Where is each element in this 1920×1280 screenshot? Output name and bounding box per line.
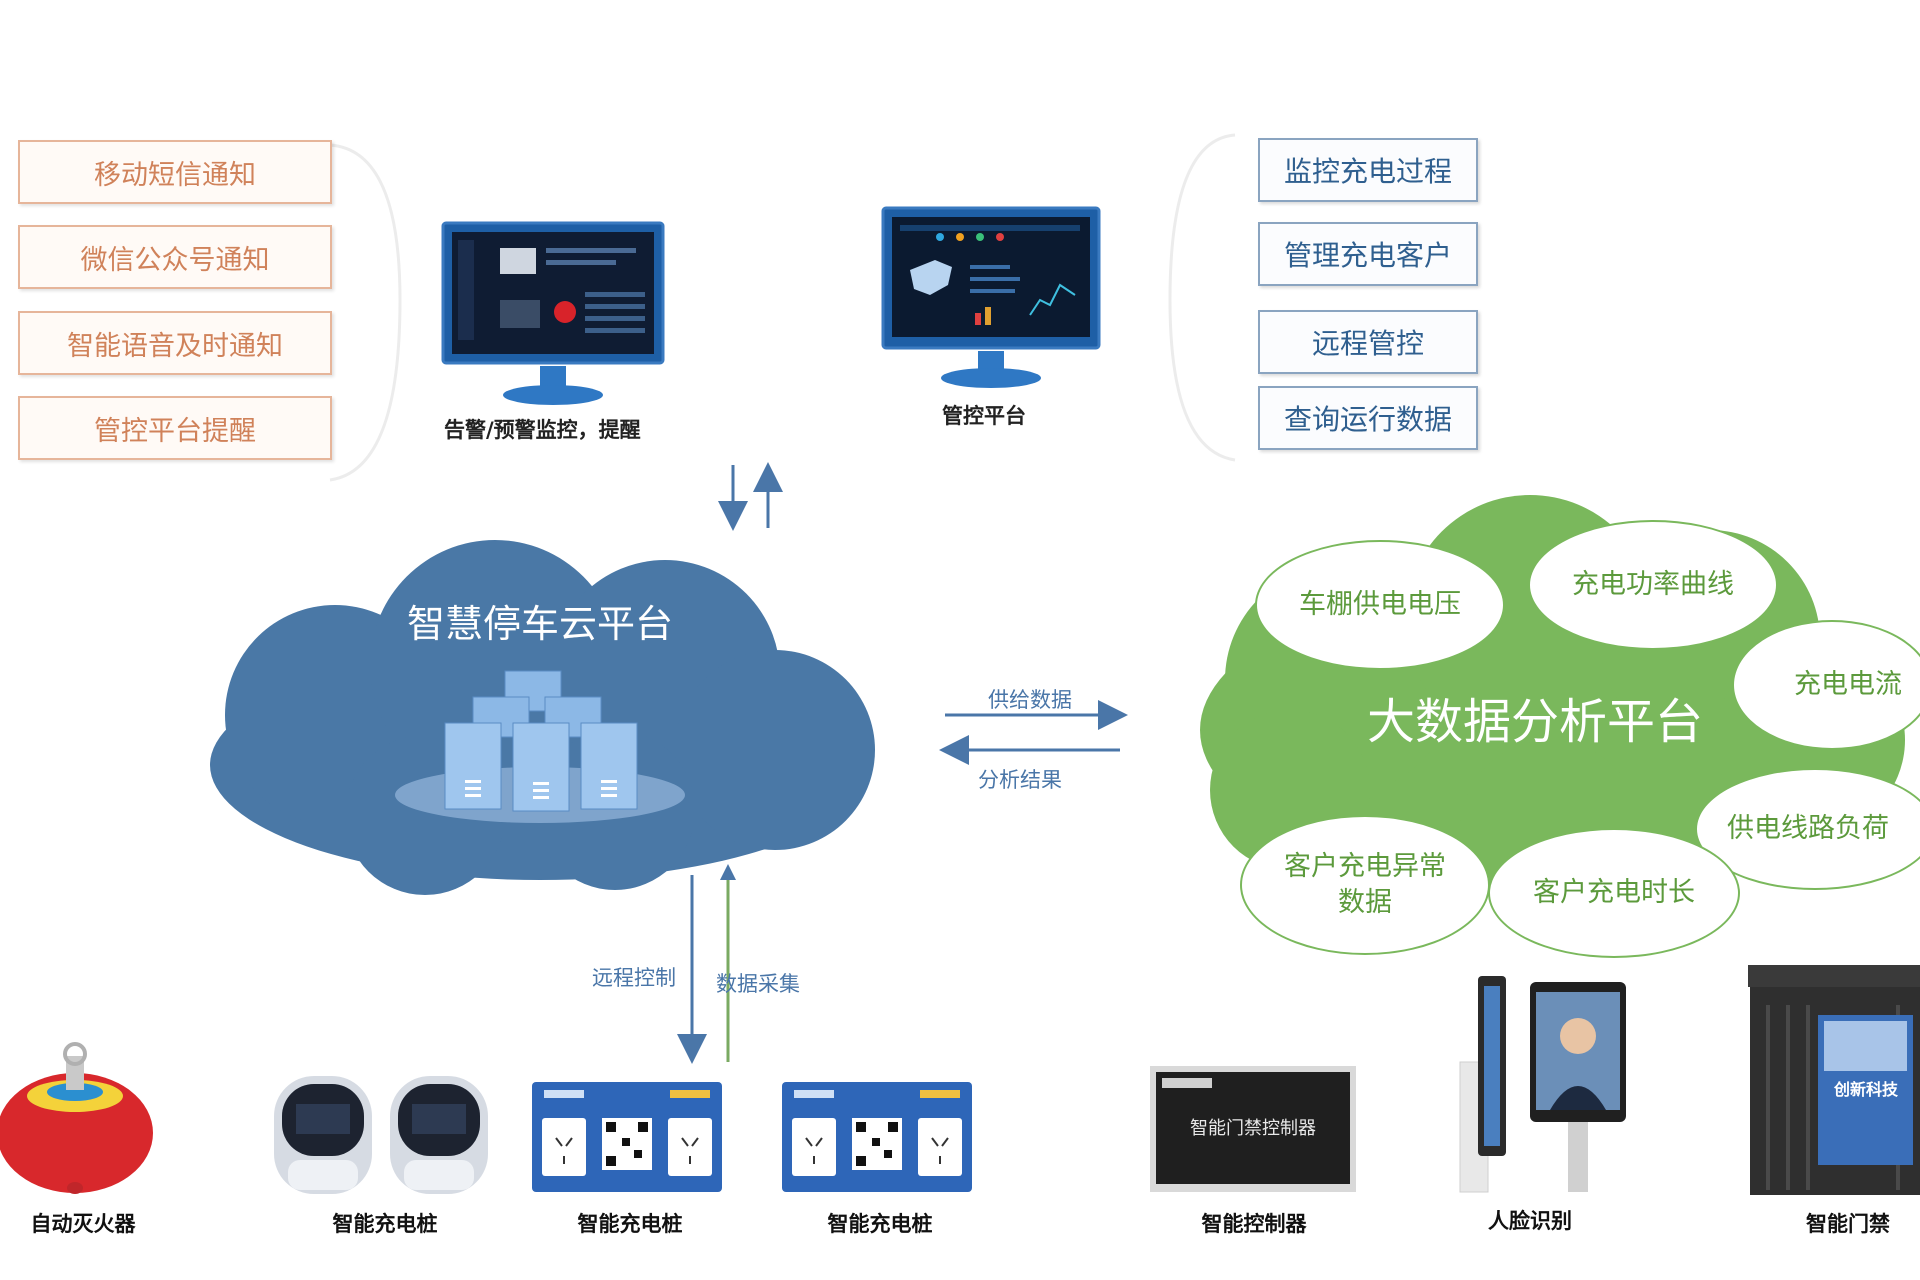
flow-analysis-label: 分析结果 (978, 768, 1062, 792)
bubble-line-load: 供电线路负荷 (1695, 768, 1920, 890)
notify-platform: 管控平台提醒 (18, 396, 332, 460)
flow-remote-label: 远程控制 (592, 966, 676, 990)
device-label-extinguisher: 自动灭火器 (30, 1212, 136, 1236)
device-label-controller: 智能控制器 (1201, 1212, 1307, 1236)
fire-extinguisher-icon (0, 1042, 153, 1194)
flow-supply-label: 供给数据 (988, 688, 1072, 712)
device-label-gate: 智能门禁 (1806, 1212, 1890, 1236)
ctrl-monitor-charging: 监控充电过程 (1258, 138, 1478, 202)
smart-controller-icon: 智能门禁控制器 (1150, 1066, 1356, 1192)
device-label-face: 人脸识别 (1488, 1209, 1572, 1233)
ctrl-manage-customers: 管理充电客户 (1258, 222, 1478, 286)
gate-ad-text: 创新科技 (1833, 1080, 1899, 1099)
alarm-monitor-label: 告警/预警监控，提醒 (444, 418, 641, 442)
right-bracket (1168, 133, 1236, 462)
ctrl-remote: 远程管控 (1258, 310, 1478, 374)
arrow-collect-head (720, 864, 736, 880)
smart-gate-icon: 创新科技 (1748, 965, 1920, 1195)
control-monitor-icon (881, 206, 1101, 388)
notify-voice: 智能语音及时通知 (18, 311, 332, 375)
bubble-shed-voltage: 车棚供电电压 (1255, 540, 1505, 670)
bigdata-title: 大数据分析平台 (1367, 694, 1703, 750)
device-label-socket-charger-2: 智能充电桩 (827, 1212, 933, 1236)
ctrl-query-data: 查询运行数据 (1258, 386, 1478, 450)
controller-panel-text: 智能门禁控制器 (1190, 1118, 1316, 1139)
flow-collect-label: 数据采集 (716, 972, 800, 996)
device-label-wall-charger: 智能充电桩 (332, 1212, 438, 1236)
bubble-charging-current: 充电电流 (1732, 620, 1920, 750)
bubble-charging-duration: 客户充电时长 (1488, 828, 1740, 958)
bubble-abnormal-data: 客户充电异常 数据 (1240, 815, 1490, 955)
control-monitor-label: 管控平台 (942, 404, 1026, 428)
cloud-title: 智慧停车云平台 (407, 602, 673, 646)
bubble-power-curve: 充电功率曲线 (1528, 520, 1778, 650)
wall-charger-icon (274, 1076, 488, 1194)
socket-charger-icon-1 (532, 1082, 722, 1192)
alarm-monitor-icon (441, 221, 665, 405)
cloud-shape: 智慧停车云平台 (210, 540, 875, 895)
notify-sms: 移动短信通知 (18, 140, 332, 204)
device-label-socket-charger-1: 智能充电桩 (577, 1212, 683, 1236)
socket-charger-icon-2 (782, 1082, 972, 1192)
left-bracket (329, 143, 402, 482)
face-recognition-icon (1459, 976, 1626, 1193)
notify-wechat: 微信公众号通知 (18, 225, 332, 289)
